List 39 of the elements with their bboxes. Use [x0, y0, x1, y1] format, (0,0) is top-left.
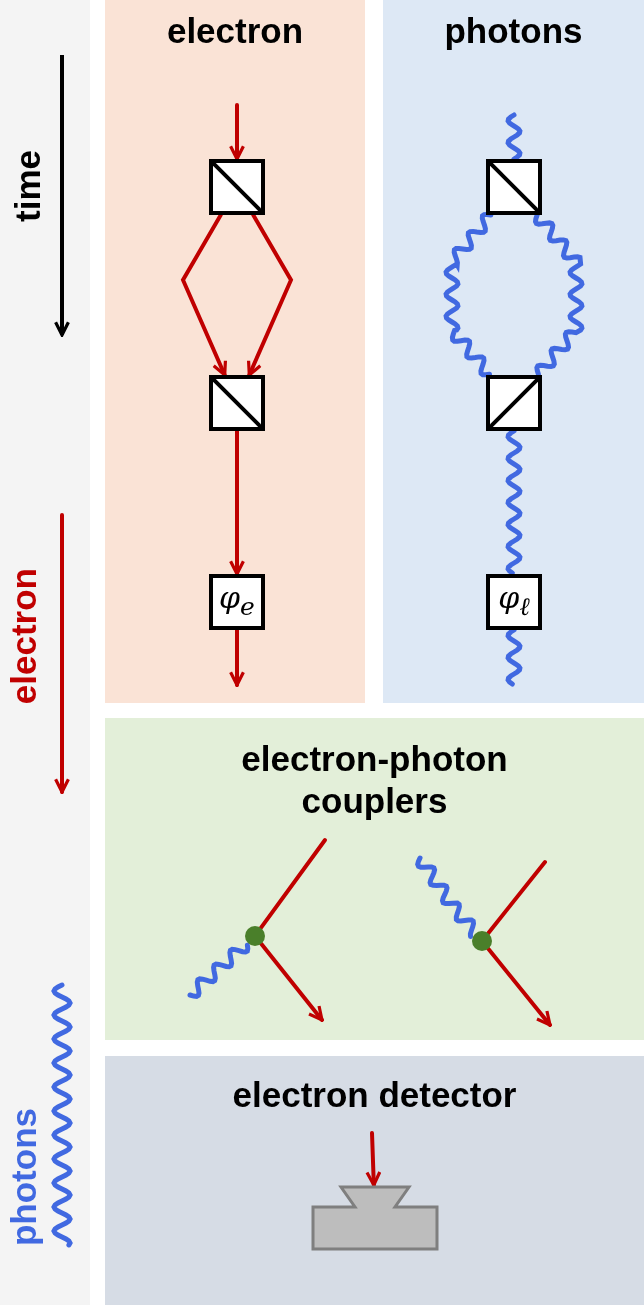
phase-label: φ$_{e}$: [219, 580, 255, 623]
wavy-line: [505, 112, 523, 162]
arrow: [365, 1131, 382, 1187]
beam-splitter: [209, 159, 265, 215]
panel-heading: photons: [444, 10, 583, 52]
phase-shifter-box: [486, 574, 542, 630]
beam-splitter: [486, 375, 542, 431]
arrow: [180, 213, 227, 377]
vertex-dot: [245, 926, 265, 946]
arrow: [229, 628, 245, 687]
phase-shifter-box: [209, 574, 265, 630]
panel: [105, 1056, 644, 1305]
panel: [383, 0, 644, 703]
legend-label: photons: [4, 1108, 44, 1247]
beam-splitter: [486, 159, 542, 215]
wavy-line: [532, 212, 585, 377]
beam-splitter: [209, 375, 265, 431]
vertex-dot: [472, 931, 492, 951]
arrow: [259, 941, 324, 1022]
axis-label: time: [8, 150, 48, 222]
panel: [105, 718, 644, 1040]
connector-line: [486, 860, 547, 936]
arrow: [229, 429, 245, 576]
detector-icon: [311, 1185, 439, 1251]
panel-heading: electron: [166, 10, 304, 52]
wavy-line: [415, 855, 477, 939]
wavy-line: [187, 942, 251, 999]
arrow: [229, 103, 245, 161]
panel-heading: electron detector: [232, 1074, 517, 1116]
legend-label: electron: [4, 568, 44, 705]
wavy-line: [505, 428, 523, 576]
arrow: [486, 946, 552, 1027]
connector-line: [258, 838, 327, 930]
panel: [105, 0, 365, 703]
phase-label: φ$_{ℓ}$: [498, 580, 530, 623]
arrow: [247, 213, 294, 377]
panel-heading: electron-photon couplers: [240, 738, 509, 822]
wavy-line: [443, 212, 494, 378]
wavy-line: [505, 627, 523, 687]
